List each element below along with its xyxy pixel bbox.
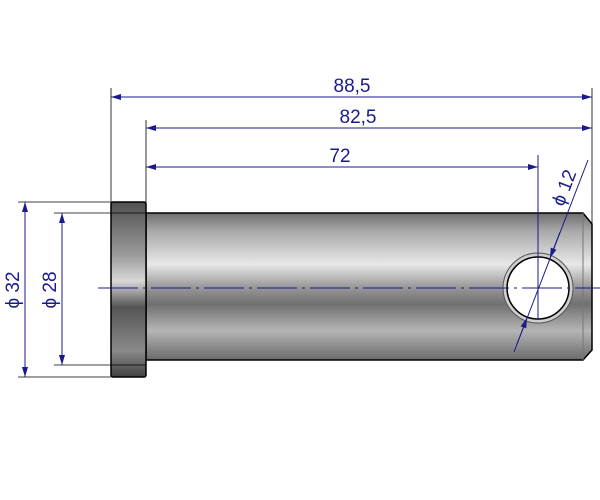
- dim-label-shaft: 82,5: [340, 107, 377, 128]
- dim-arrow-hole-bottom: [516, 317, 528, 345]
- dim-label-hole-pos: 72: [329, 146, 350, 167]
- dim-label-collar-dia: ϕ 32: [3, 271, 24, 308]
- dim-label-hole-dia: ϕ 12: [548, 167, 581, 209]
- dim-arrow-hole-top: [549, 231, 561, 259]
- dim-label-overall: 88,5: [334, 76, 371, 97]
- pin-collar: [110, 201, 147, 378]
- dim-label-shaft-dia: ϕ 28: [40, 271, 61, 308]
